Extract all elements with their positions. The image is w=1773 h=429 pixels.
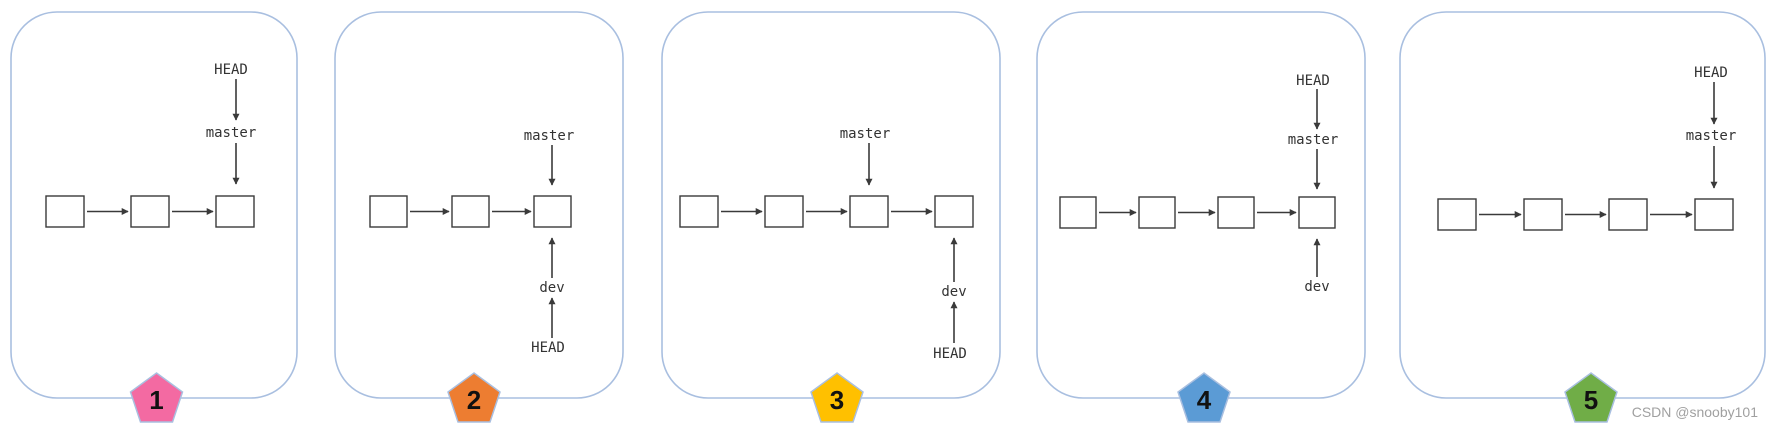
panel-2: master dev HEAD 2 (334, 11, 624, 423)
commit-node (451, 195, 490, 228)
commit-node (215, 195, 255, 228)
step-badge-number: 1 (149, 385, 163, 415)
panel-5: HEAD master 5 (1399, 11, 1766, 423)
commit-node (45, 195, 85, 228)
head-label: HEAD (1694, 65, 1728, 81)
step-badge-number: 4 (1197, 385, 1212, 415)
commit-node (934, 195, 974, 228)
watermark-text: CSDN @snooby101 (1632, 404, 1758, 420)
panel-4: HEAD master dev 4 (1036, 11, 1366, 423)
step-badge-number: 3 (830, 385, 844, 415)
step-badge-pentagon (129, 372, 184, 423)
commit-node (1138, 196, 1176, 229)
dev-label: dev (539, 280, 564, 296)
master-label: master (1686, 128, 1737, 144)
step-badge-pentagon (1564, 372, 1618, 423)
head-label: HEAD (214, 62, 248, 78)
step-badge-pentagon (447, 372, 501, 423)
commit-node (1437, 198, 1477, 231)
commit-node (1694, 198, 1734, 231)
step-badge-number: 5 (1584, 385, 1598, 415)
commit-node (1059, 196, 1097, 229)
commit-node (533, 195, 572, 228)
step-badge-pentagon (1177, 372, 1231, 423)
master-label: master (840, 126, 891, 142)
head-label: HEAD (531, 340, 565, 356)
commit-node (764, 195, 804, 228)
commit-node (130, 195, 170, 228)
commit-node (1523, 198, 1563, 231)
master-label: master (1288, 132, 1339, 148)
commit-node (1608, 198, 1648, 231)
commit-node (1217, 196, 1255, 229)
step-badge-number: 2 (467, 385, 481, 415)
commit-node (1298, 196, 1336, 229)
master-label: master (206, 125, 257, 141)
head-label: HEAD (933, 346, 967, 362)
commit-node (849, 195, 889, 228)
panel-1: HEAD master 1 (10, 11, 298, 423)
dev-label: dev (941, 284, 966, 300)
head-label: HEAD (1296, 73, 1330, 89)
dev-label: dev (1304, 279, 1329, 295)
commit-node (679, 195, 719, 228)
commit-node (369, 195, 408, 228)
master-label: master (524, 128, 575, 144)
panel-3: master dev HEAD 3 (661, 11, 1001, 423)
step-badge-pentagon (810, 372, 864, 423)
